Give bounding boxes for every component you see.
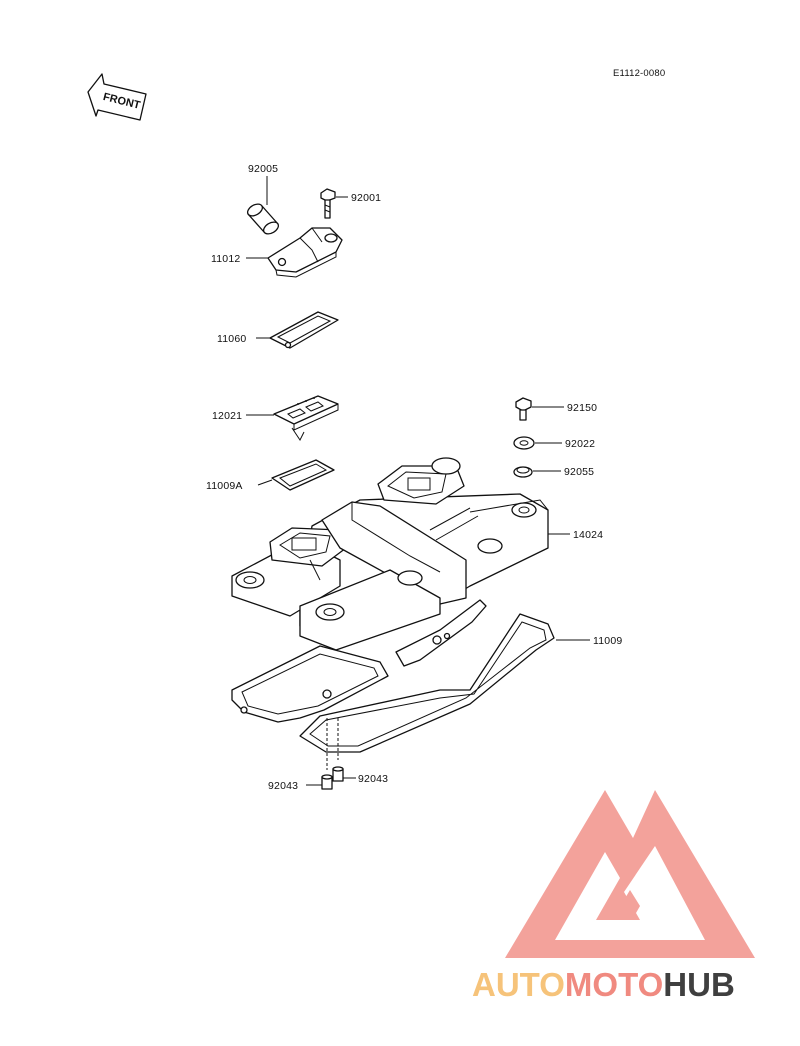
dowel-pin-92043-left-part <box>321 774 333 790</box>
label-92001: 92001 <box>351 192 381 204</box>
breather-cover-11012-part <box>267 227 343 278</box>
label-11060: 11060 <box>217 333 246 345</box>
diagram-code: E1112-0080 <box>613 68 665 79</box>
label-92005: 92005 <box>248 163 278 175</box>
label-92043-right: 92043 <box>358 773 388 785</box>
label-14024: 14024 <box>573 529 603 541</box>
label-92055: 92055 <box>564 466 594 478</box>
plug-92005-part <box>246 203 280 235</box>
label-92022: 92022 <box>565 438 595 450</box>
watermark-text: AUTOMOTOHUB <box>472 966 735 1003</box>
dowel-pin-92043-right-part <box>332 766 344 782</box>
bolt-92150-part <box>515 397 532 421</box>
label-11009: 11009 <box>593 635 622 647</box>
watermark-auto: AUTO <box>472 966 565 1003</box>
gasket-11009-part <box>231 599 555 753</box>
reed-plate-12021-part <box>273 395 339 441</box>
washer-92022-part <box>513 436 535 450</box>
bolt-92001-part <box>320 188 336 219</box>
label-12021: 12021 <box>212 410 242 422</box>
front-arrow-icon: FRONT <box>87 73 147 121</box>
label-92043-left: 92043 <box>268 780 298 792</box>
label-11009A: 11009A <box>206 480 243 492</box>
automotohub-logo-icon <box>505 790 755 958</box>
grommet-92055-part <box>513 466 533 478</box>
label-92150: 92150 <box>567 402 597 414</box>
watermark-hub: HUB <box>663 966 735 1003</box>
label-11012: 11012 <box>211 253 240 265</box>
watermark-moto: MOTO <box>565 966 663 1003</box>
head-cover-14024-part <box>231 457 549 651</box>
gasket-11009A-part <box>271 459 335 491</box>
gasket-11060-part <box>269 311 339 349</box>
